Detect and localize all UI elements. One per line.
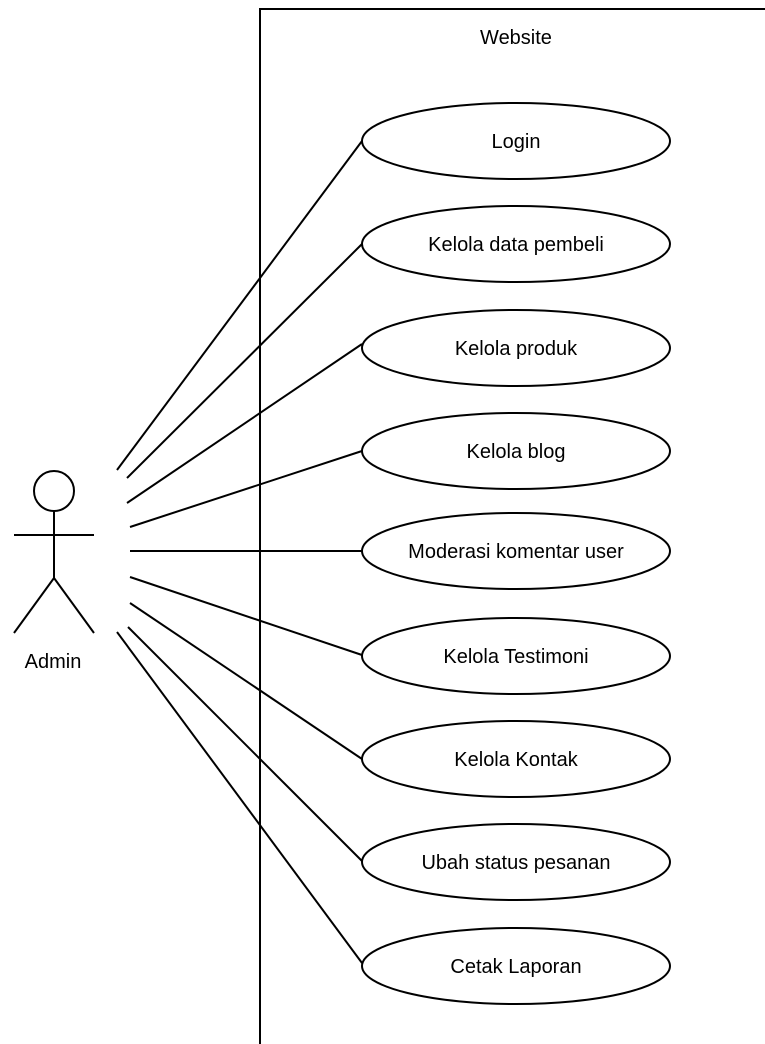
use-case-ellipse: [361, 927, 671, 1005]
association-line-kelola-blog: [129, 450, 363, 528]
association-line-kelola-produk: [126, 343, 363, 504]
use-case-kelola-produk: Kelola produk: [361, 309, 671, 387]
association-line-kelola-data-pembeli: [126, 243, 363, 479]
use-case-ellipse: [361, 102, 671, 180]
use-case-kelola-kontak: Kelola Kontak: [361, 720, 671, 798]
association-line-cetak-laporan: [116, 631, 363, 964]
use-case-ubah-status-pesanan: Ubah status pesanan: [361, 823, 671, 901]
use-case-kelola-testimoni: Kelola Testimoni: [361, 617, 671, 695]
use-case-ellipse: [361, 205, 671, 283]
use-case-cetak-laporan: Cetak Laporan: [361, 927, 671, 1005]
system-boundary-title: Website: [480, 27, 552, 49]
use-case-label: Ubah status pesanan: [421, 852, 610, 874]
use-case-label: Kelola produk: [455, 338, 578, 360]
use-case-ellipse: [361, 720, 671, 798]
use-case-label: Moderasi komentar user: [408, 541, 624, 563]
association-line-login: [116, 140, 363, 471]
use-case-ellipse: [361, 412, 671, 490]
use-case-kelola-data-pembeli: Kelola data pembeli: [361, 205, 671, 283]
use-case-label: Kelola blog: [467, 441, 566, 463]
use-case-moderasi-komentar-user: Moderasi komentar user: [361, 512, 671, 590]
system-boundary: Website: [259, 8, 765, 1044]
association-line-kelola-testimoni: [129, 576, 363, 656]
use-case-label: Cetak Laporan: [450, 956, 581, 978]
use-case-kelola-blog: Kelola blog: [361, 412, 671, 490]
actor-label: Admin: [25, 651, 82, 673]
associations: [116, 140, 363, 964]
use-case-ellipse: [361, 309, 671, 387]
use-case-login: Login: [361, 102, 671, 180]
system-boundary-border: [259, 8, 765, 1044]
use-case-ellipse: [361, 512, 671, 590]
use-case-label: Kelola Testimoni: [443, 646, 588, 668]
association-line-kelola-kontak: [129, 602, 363, 760]
use-case-label: Login: [492, 131, 541, 153]
use-case-label: Kelola Kontak: [454, 749, 578, 771]
actor-right-leg: [53, 577, 95, 634]
use-case-ellipse: [361, 617, 671, 695]
actor-admin: [13, 470, 95, 634]
actor-head: [33, 470, 75, 512]
actor-left-leg: [13, 577, 55, 634]
use-case-ellipse: [361, 823, 671, 901]
use-case-label: Kelola data pembeli: [428, 234, 604, 256]
association-line-ubah-status-pesanan: [127, 626, 363, 862]
